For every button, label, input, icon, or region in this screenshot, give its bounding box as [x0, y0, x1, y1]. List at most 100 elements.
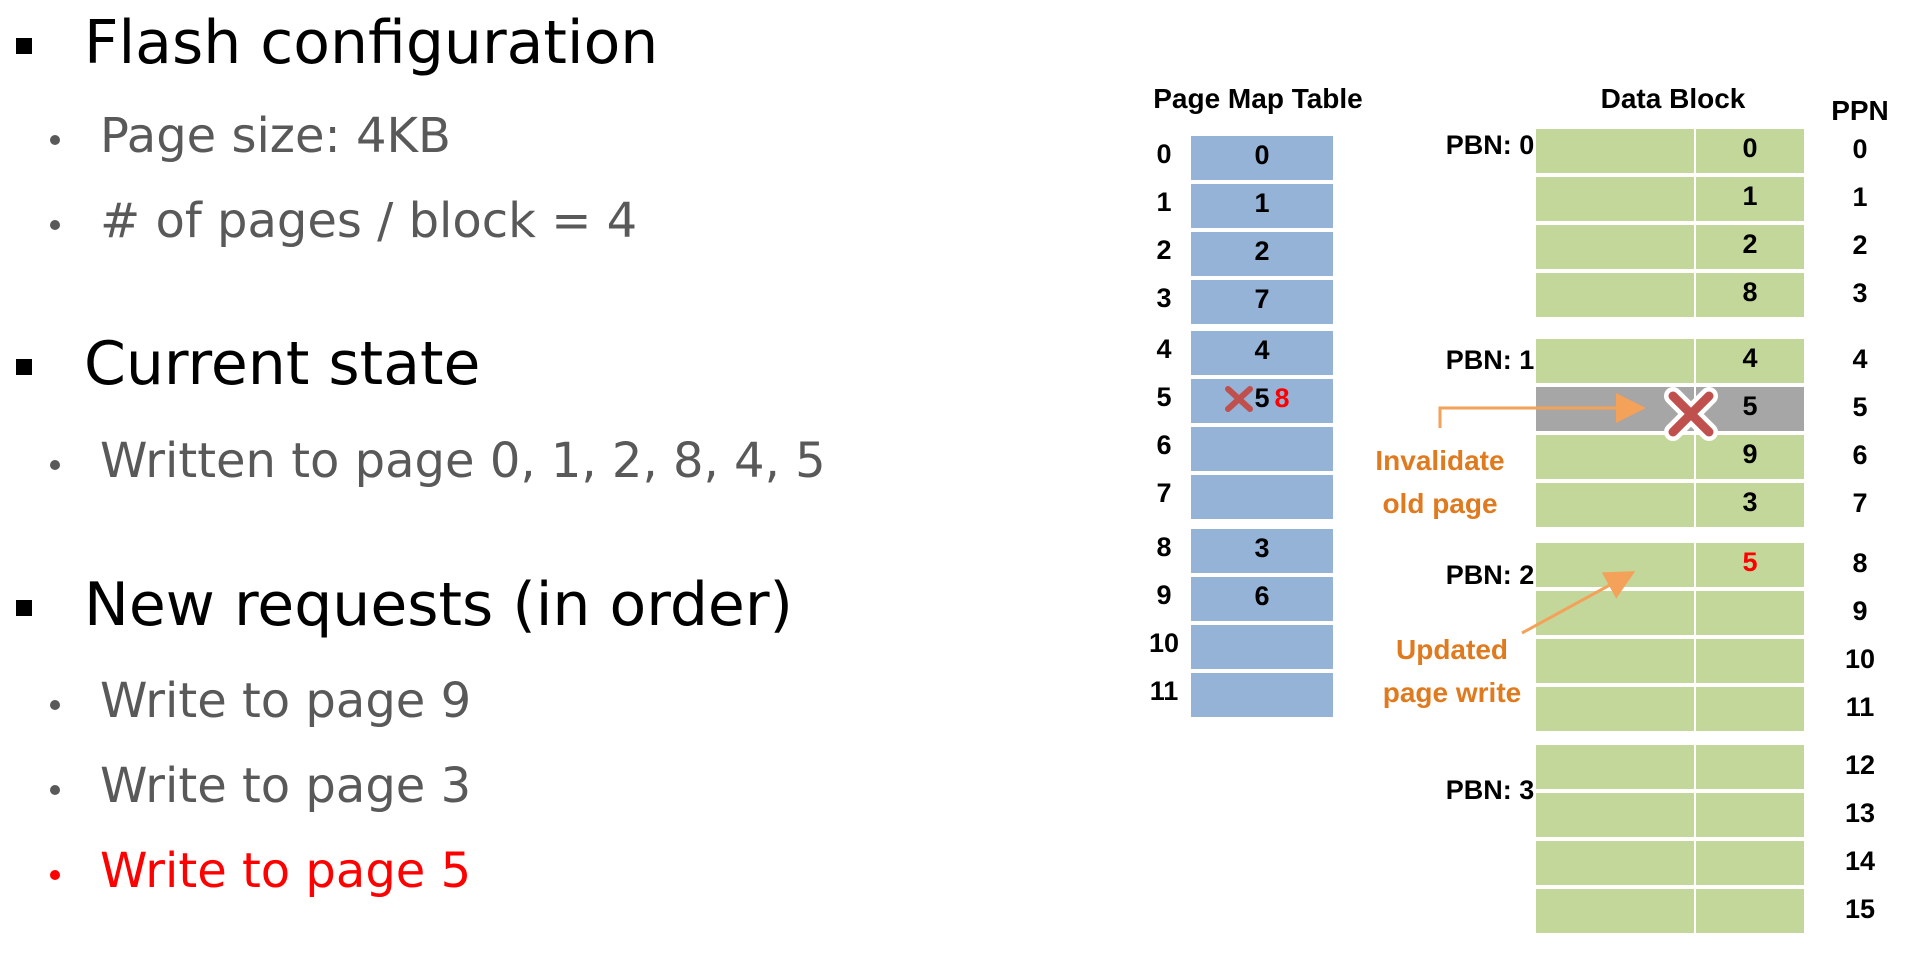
map-row-label: 8: [1156, 532, 1172, 562]
data-block-value-cell: [1695, 686, 1805, 732]
data-block-value: 0: [1742, 133, 1758, 163]
map-row-label: 3: [1156, 283, 1172, 313]
map-row-label: 4: [1156, 334, 1172, 364]
data-block-value-cell: [1695, 224, 1805, 270]
invalidate-x-icon: [1661, 384, 1721, 444]
map-cell: [1190, 624, 1334, 670]
ppn-label: 11: [1845, 692, 1875, 722]
data-block-cell: [1535, 888, 1695, 934]
map-cell: [1190, 474, 1334, 520]
data-block-value-cell: [1695, 542, 1805, 588]
map-cell-value: 7: [1254, 284, 1270, 314]
map-cell: [1190, 279, 1334, 325]
ppn-label: 8: [1852, 548, 1868, 578]
bullet-dot: [50, 220, 60, 230]
map-cell-value: 3: [1254, 533, 1270, 563]
map-cell: [1190, 231, 1334, 277]
invalidate-arrow: [1438, 393, 1646, 428]
bullet-marker-new-requests: [16, 600, 32, 616]
item-pages-per-block: # of pages / block = 4: [100, 193, 638, 249]
ppn-label: 5: [1852, 392, 1868, 422]
bullet-dot: [50, 460, 60, 470]
bullet-dot: [50, 785, 60, 795]
map-cell-value: 5: [1254, 383, 1270, 413]
map-row-label: 11: [1149, 676, 1179, 706]
map-row-label: 9: [1156, 580, 1172, 610]
map-cell: [1190, 183, 1334, 229]
map-row-label: 7: [1156, 478, 1172, 508]
bullet-dot: [50, 870, 60, 880]
data-block-cell: [1535, 744, 1695, 790]
map-cell: [1190, 426, 1334, 472]
map-row-label: 6: [1156, 430, 1172, 460]
map-row-label: 1: [1156, 187, 1172, 217]
pbn-label: PBN: 2: [1445, 560, 1535, 590]
map-cell: [1190, 672, 1334, 718]
item-written-pages: Written to page 0, 1, 2, 8, 4, 5: [100, 433, 826, 489]
updated-label-line1: Updated: [1396, 634, 1508, 665]
data-block-cell: [1535, 128, 1695, 174]
map-cell: [1190, 528, 1334, 574]
ppn-label: 7: [1852, 488, 1868, 518]
data-block-value-cell: [1695, 638, 1805, 684]
ppn-label: 2: [1852, 230, 1868, 260]
pbn-label: PBN: 3: [1445, 775, 1535, 805]
pbn-label: PBN: 0: [1445, 130, 1535, 160]
data-block-value-cell: [1695, 482, 1805, 528]
map-cell-value: 4: [1254, 335, 1270, 365]
data-block-value-cell: [1695, 176, 1805, 222]
map-cell: [1190, 576, 1334, 622]
invalidate-label-line2: old page: [1382, 488, 1498, 519]
data-block-value-cell: [1695, 272, 1805, 318]
data-block-cell: [1535, 272, 1695, 318]
data-block-value: 9: [1742, 439, 1758, 469]
data-block-cell: [1535, 638, 1695, 684]
data-block-cell: [1535, 338, 1695, 384]
data-block-value: 5: [1742, 391, 1758, 421]
data-block-title: Data Block: [1600, 83, 1746, 114]
item-page-size: Page size: 4KB: [100, 108, 451, 164]
data-block-cell: [1535, 482, 1695, 528]
map-row-label: 0: [1156, 139, 1172, 169]
map-updated-value: 8: [1274, 383, 1290, 413]
ppn-label: 4: [1852, 344, 1868, 374]
page-map-table-title: Page Map Table: [1153, 83, 1363, 114]
data-block-value-cell: [1695, 840, 1805, 886]
ppn-label: 9: [1852, 596, 1868, 626]
map-row-label: 5: [1156, 382, 1172, 412]
data-block-value: 8: [1742, 277, 1758, 307]
data-block-value: 4: [1742, 343, 1758, 373]
pbn-label: PBN: 1: [1445, 345, 1535, 375]
ppn-label: 14: [1844, 846, 1876, 876]
cross-icon: [1223, 384, 1255, 414]
heading-flash-configuration: Flash configuration: [84, 8, 659, 78]
ppn-label: 13: [1844, 798, 1876, 828]
data-block-cell: [1535, 434, 1695, 480]
ppn-label: 12: [1844, 750, 1876, 780]
item-write-page-9: Write to page 9: [100, 673, 472, 729]
heading-new-requests: New requests (in order): [84, 570, 793, 640]
data-block-value: 5: [1742, 547, 1758, 577]
data-block-cell: [1535, 176, 1695, 222]
data-block-value-cell: [1695, 744, 1805, 790]
data-block-value: 2: [1742, 229, 1758, 259]
heading-current-state: Current state: [84, 329, 481, 399]
map-cell-value: 2: [1254, 236, 1270, 266]
data-block-value: 1: [1742, 181, 1758, 211]
data-block-cell: [1535, 840, 1695, 886]
map-row-label: 10: [1148, 628, 1180, 658]
map-cell: [1190, 330, 1334, 376]
data-block-value-cell: [1695, 888, 1805, 934]
ppn-label: 3: [1852, 278, 1868, 308]
data-block-value-cell: [1695, 434, 1805, 480]
bullet-marker-flash-configuration: [16, 38, 32, 54]
data-block-value-cell: [1695, 590, 1805, 636]
bullet-marker-current-state: [16, 359, 32, 375]
ppn-title: PPN: [1831, 95, 1889, 126]
data-block-value-cell: [1695, 128, 1805, 174]
ppn-label: 0: [1852, 134, 1868, 164]
map-cell-value: 0: [1254, 140, 1270, 170]
data-block-value: 3: [1742, 487, 1758, 517]
ppn-label: 10: [1844, 644, 1876, 674]
data-block-cell: [1535, 792, 1695, 838]
